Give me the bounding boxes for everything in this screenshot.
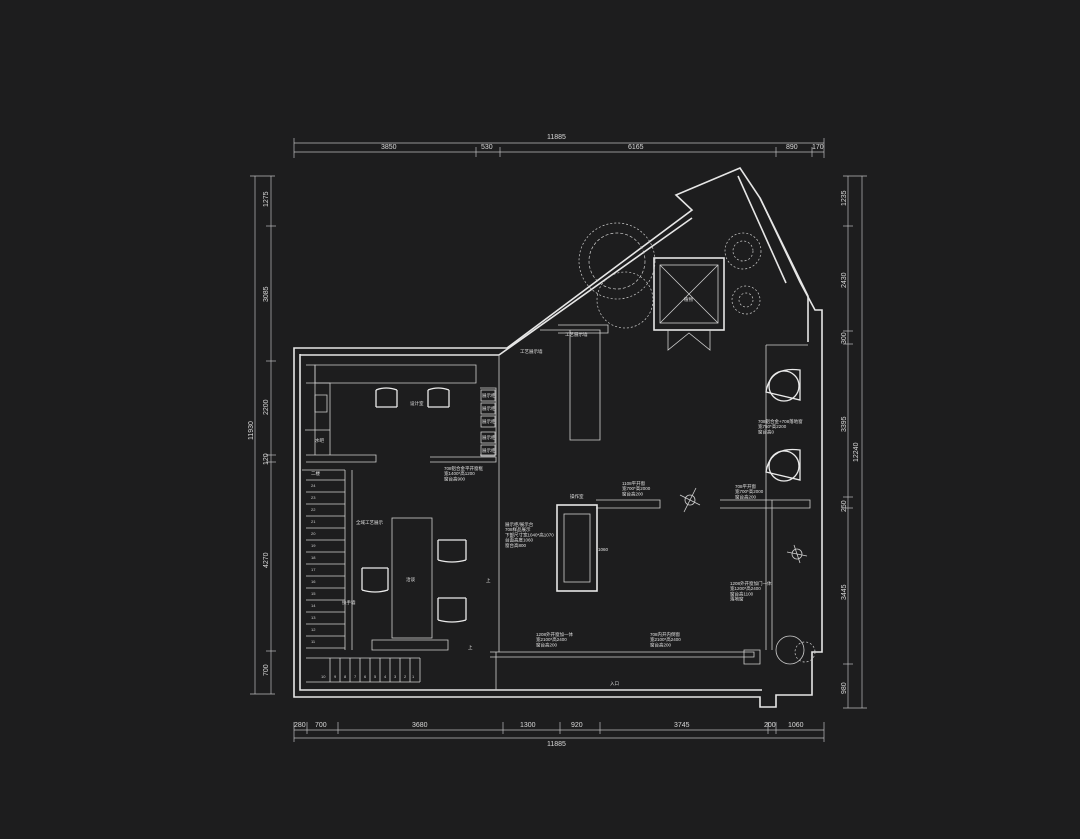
bottom-overall-dim: 11885	[547, 741, 566, 748]
entrance-label: 入口	[610, 681, 619, 687]
cabinet-label-d: 展示柜	[482, 434, 496, 441]
stair-step-6: 6	[364, 674, 367, 679]
plant-label: 植物	[684, 296, 693, 303]
stair-step-4: 4	[384, 674, 387, 679]
right-dim-5: 250	[841, 500, 848, 512]
elevator-core: 植物	[653, 257, 725, 351]
top-dim-1: 3850	[381, 144, 397, 151]
stair-step-19: 19	[311, 543, 316, 548]
bottom-dim-7: 200	[764, 722, 776, 729]
left-dim-6: 700	[263, 664, 270, 676]
left-overall-dim: 11930	[248, 421, 255, 440]
stair-step-14: 14	[311, 603, 316, 608]
bottom-dim-3: 3680	[412, 722, 428, 729]
stair-step-17: 17	[311, 567, 316, 572]
left-dim-3: 2200	[263, 399, 270, 415]
stair-step-1: 1	[412, 674, 415, 679]
stair-step-8: 8	[344, 674, 347, 679]
armchair-icon	[765, 368, 801, 482]
bottom-dim-6: 3745	[674, 722, 690, 729]
interior-partitions	[302, 324, 811, 690]
right-dim-6: 3445	[841, 584, 848, 600]
craft-wall-label-2: 工艺展示墙	[520, 348, 543, 355]
stair-step-18: 18	[311, 555, 316, 560]
right-dim-7: 980	[841, 682, 848, 694]
stair-step-11: 11	[311, 639, 316, 644]
right-dim-2: 2430	[841, 272, 848, 288]
stair-step-7: 7	[354, 674, 357, 679]
stair-step-13: 13	[311, 615, 316, 620]
stair-step-2: 2	[404, 674, 407, 679]
reception-label: 洽谈	[406, 576, 415, 583]
operation-label: 操作室	[570, 493, 584, 500]
craft-wall-label: 工艺展示墙	[565, 331, 588, 338]
door-code-label: 1060	[598, 547, 609, 552]
right-dim-4: 3395	[841, 416, 848, 432]
cabinet-label-a: 展示柜	[482, 392, 496, 399]
right-overall-dim: 12240	[853, 442, 860, 462]
stair-group: 24 23 22 21 20 19 18 17 16 15 14 13 12 1…	[306, 479, 421, 683]
up-label-a: 上	[486, 577, 491, 583]
display-cabinets: 展示柜 展示柜 展示柜 展示柜 展示柜	[480, 389, 496, 457]
stair-step-24: 24	[311, 483, 316, 488]
left-dim-1: 1275	[263, 191, 270, 207]
stair-step-20: 20	[311, 531, 316, 536]
reception-table	[391, 517, 433, 639]
top-dim-5: 170	[812, 144, 824, 151]
stair-step-21: 21	[311, 519, 316, 524]
top-dim-2: 530	[481, 144, 493, 151]
right-dimension-group: 12240 1235 2430 300 3395 250 3445 980	[841, 175, 867, 709]
stair-step-9: 9	[334, 674, 337, 679]
cabinet-label-e: 展示柜	[482, 447, 496, 454]
cabinet-label-c: 展示柜	[482, 418, 496, 425]
design-room-label: 设计室	[410, 400, 424, 407]
central-display-sofa	[556, 504, 598, 592]
top-overall-dim: 11885	[547, 134, 566, 141]
water-bar-label: 水吧	[315, 437, 324, 443]
bottom-dim-5: 920	[571, 722, 583, 729]
cabinet-label-b: 展示柜	[482, 405, 496, 412]
handrail-label: 扶手墙	[342, 599, 356, 606]
stair-step-23: 23	[311, 495, 316, 500]
chair-icon	[361, 387, 467, 623]
stair-step-10: 10	[321, 674, 326, 679]
stair-step-16: 16	[311, 579, 316, 584]
left-dim-2: 3085	[263, 286, 270, 302]
left-dim-5: 4270	[263, 552, 270, 568]
bottom-dim-4: 1300	[520, 722, 536, 729]
top-dim-4: 890	[786, 144, 798, 151]
left-dim-4: 120	[263, 453, 270, 465]
up-label-b: 上	[468, 644, 473, 650]
right-dim-1: 1235	[841, 190, 848, 206]
bottom-dim-1: 280	[294, 722, 306, 729]
stair-step-22: 22	[311, 507, 316, 512]
bottom-dimension-group: 280 700 3680 1300 920 3745 200 1060 1188…	[293, 722, 825, 748]
stair-top-label: 二楼	[311, 470, 320, 477]
stair-step-5: 5	[374, 674, 377, 679]
bottom-dim-8: 1060	[788, 722, 804, 729]
stair-step-12: 12	[311, 627, 316, 632]
person-icon	[679, 487, 808, 564]
right-dim-3: 300	[841, 332, 848, 344]
tree-icon	[578, 222, 816, 665]
left-dimension-group: 11930 1275 3085 2200 120 4270 700	[248, 175, 276, 695]
stair-step-15: 15	[311, 591, 316, 596]
outer-walls	[293, 167, 823, 708]
bottom-dim-2: 700	[315, 722, 327, 729]
top-dimension-group: 11885 3850 530 6165 890 170	[293, 134, 825, 158]
stair-step-3: 3	[394, 674, 397, 679]
craft-display-label: 全域工艺展示	[356, 519, 383, 526]
top-dim-3: 6165	[628, 144, 644, 151]
